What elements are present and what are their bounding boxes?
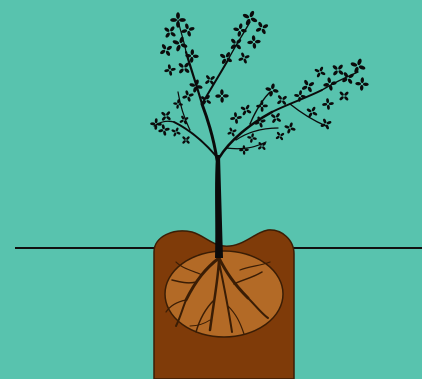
leaf bbox=[176, 21, 180, 28]
leaf bbox=[170, 18, 177, 22]
leaf bbox=[179, 18, 186, 22]
leaf bbox=[176, 12, 180, 19]
